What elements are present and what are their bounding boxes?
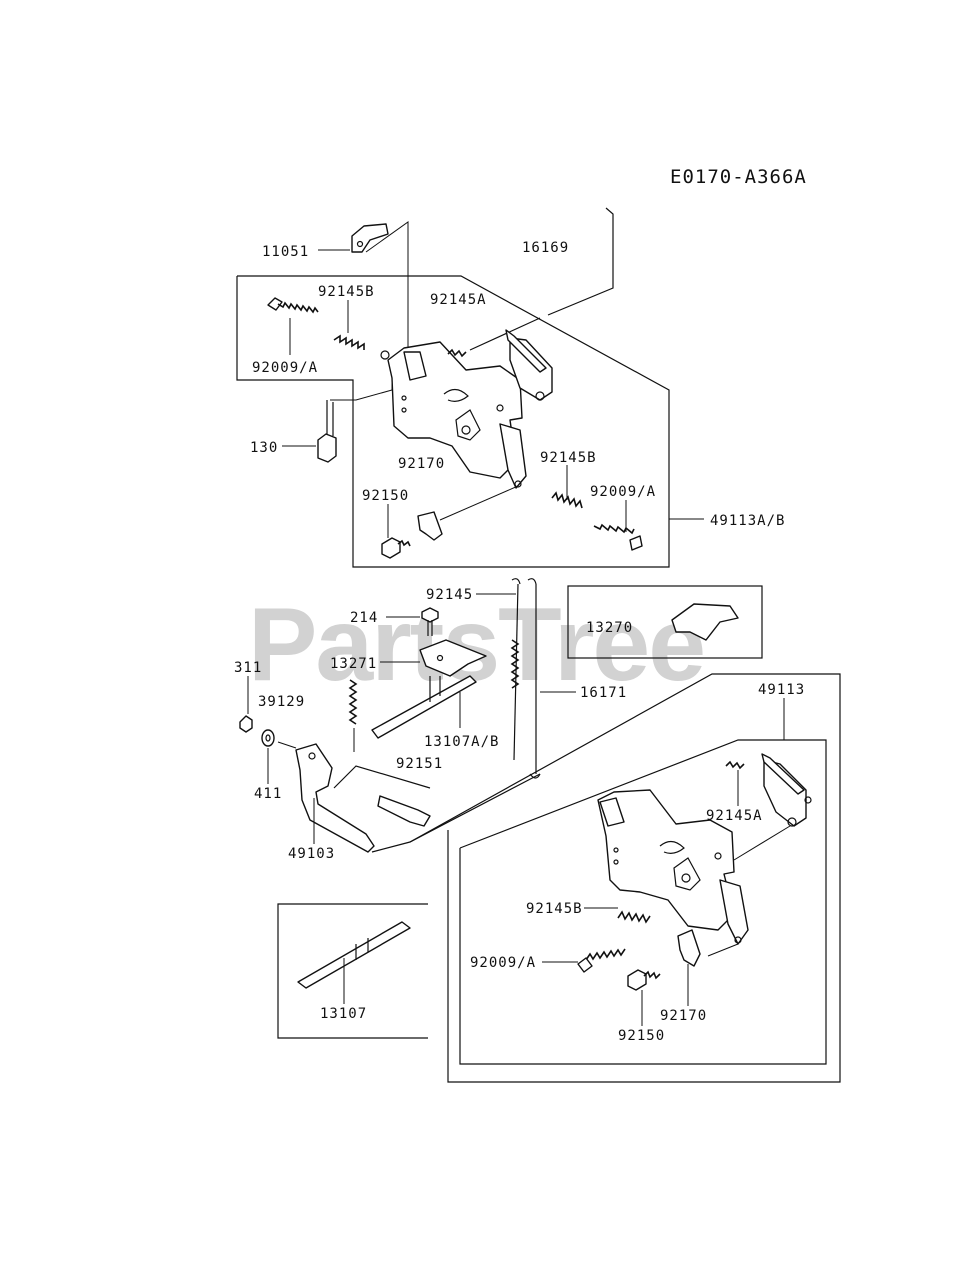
label-92170-a: 92170 <box>398 456 445 472</box>
label-92150-a: 92150 <box>362 488 409 504</box>
control-plate-upper <box>387 329 553 489</box>
clip-92170-upper <box>417 485 519 541</box>
washer-411 <box>261 729 275 784</box>
label-13107: 13107 <box>320 1006 367 1022</box>
part-13107-box <box>277 903 428 1039</box>
label-92145: 92145 <box>426 587 473 603</box>
bolt-130 <box>282 372 393 463</box>
label-92145b-c: 92145B <box>526 901 583 917</box>
clip-92170-lower <box>677 929 701 1006</box>
label-92151: 92151 <box>396 756 443 772</box>
shaft-13107ab <box>348 675 477 752</box>
label-13271: 13271 <box>330 656 377 672</box>
screw-214 <box>386 607 439 636</box>
label-49113: 49113 <box>758 682 805 698</box>
part-labels: 11051 16169 92145B 92145A 92009/A 130 92… <box>234 240 805 1044</box>
spring-92145b-lower <box>584 907 651 924</box>
upper-assembly-frame <box>236 275 704 568</box>
lever-49103 <box>277 741 431 853</box>
bolt-92009a-mid <box>593 500 643 551</box>
label-214: 214 <box>350 610 378 626</box>
watermark: PartsTree <box>248 587 704 703</box>
label-130: 130 <box>250 440 278 456</box>
bolt-92009a-upper <box>267 297 319 314</box>
bracket-11051 <box>318 221 409 400</box>
label-49113ab: 49113A/B <box>710 513 785 529</box>
label-92145a-a: 92145A <box>430 292 487 308</box>
control-plate-lower <box>597 753 812 957</box>
part-13270-box <box>567 585 763 659</box>
spring-92145b-upper <box>333 300 390 360</box>
label-92009a-c: 92009/A <box>470 955 536 971</box>
diagram-code: E0170-A366A <box>670 166 807 188</box>
nut-311 <box>239 676 253 733</box>
throttle-link-rod <box>469 207 614 351</box>
label-13107ab: 13107A/B <box>424 734 499 750</box>
lower-assembly-frame <box>409 673 841 1083</box>
bolt-92150-lower <box>627 969 661 1026</box>
label-16171: 16171 <box>580 685 627 701</box>
spring-92145b-mid <box>551 465 583 509</box>
bolt-92009a-lower <box>542 948 626 973</box>
label-16169: 16169 <box>522 240 569 256</box>
plate-13271 <box>380 639 487 677</box>
label-11051: 11051 <box>262 244 309 260</box>
label-411: 411 <box>254 786 282 802</box>
label-92145a-b: 92145A <box>706 808 763 824</box>
label-92170-b: 92170 <box>660 1008 707 1024</box>
label-92145b-b: 92145B <box>540 450 597 466</box>
label-49103: 49103 <box>288 846 335 862</box>
bolt-92150-upper <box>381 504 411 559</box>
label-92009a-b: 92009/A <box>590 484 656 500</box>
label-39129: 39129 <box>258 694 305 710</box>
label-311: 311 <box>234 660 262 676</box>
label-92009a-a: 92009/A <box>252 360 318 376</box>
spring-rod-92145 <box>476 578 576 779</box>
label-92150-b: 92150 <box>618 1028 665 1044</box>
link-line-a <box>333 765 431 789</box>
label-13270: 13270 <box>586 620 633 636</box>
label-92145b-a: 92145B <box>318 284 375 300</box>
